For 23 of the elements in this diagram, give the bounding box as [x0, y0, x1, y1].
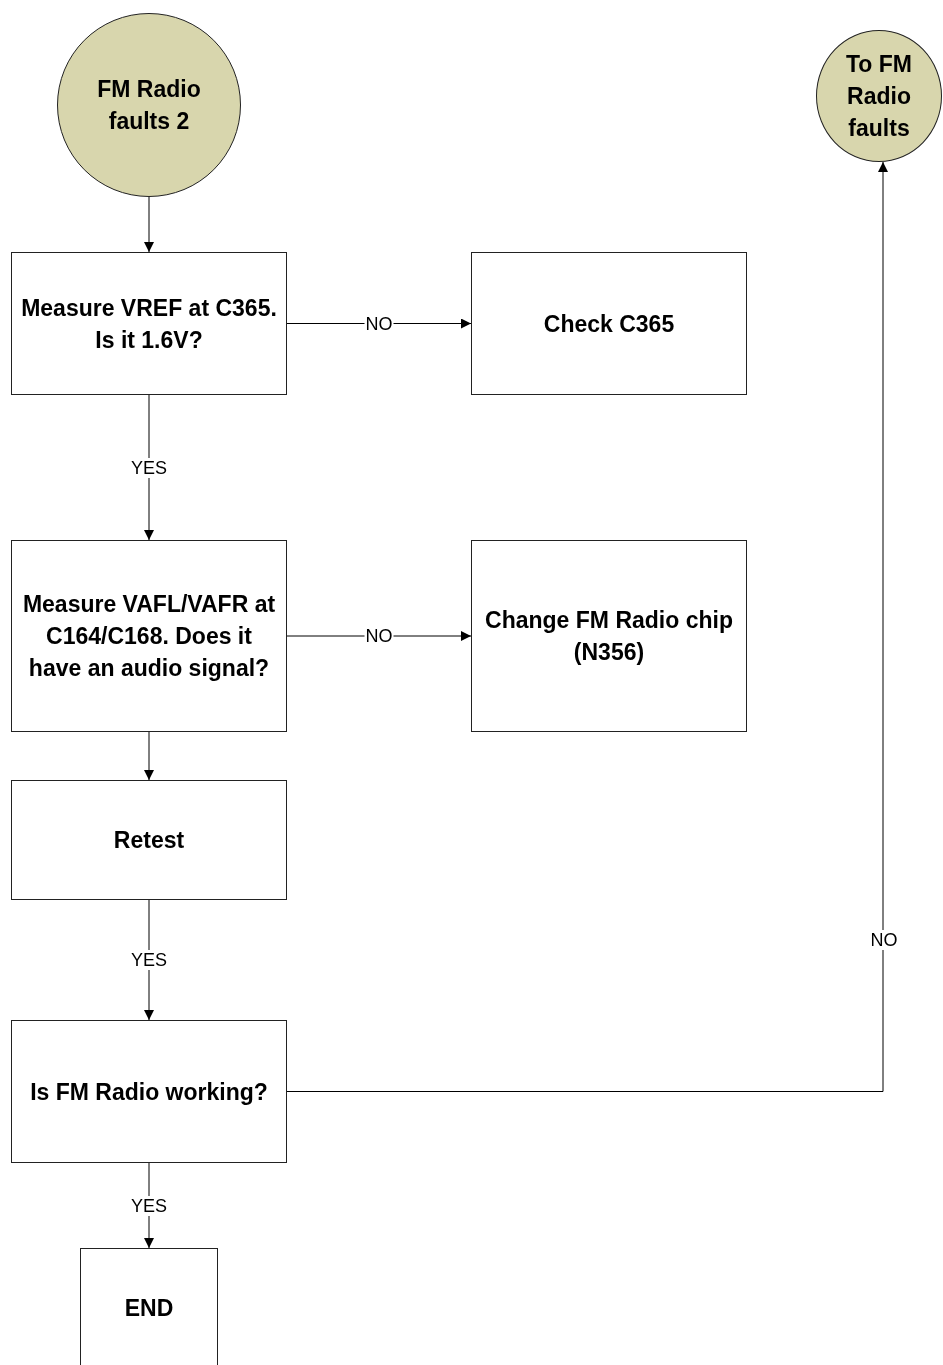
edge-label: YES: [130, 1195, 168, 1216]
arrow: [144, 196, 154, 253]
node-text: To FM Radio faults: [845, 50, 913, 143]
process-box: [11, 252, 287, 395]
node-text: Measure VAFL/VAFR at C164/C168. Does it have an audio signal?: [21, 590, 277, 683]
process-box: [11, 540, 287, 732]
node-text: FM Radio faults 2: [96, 75, 202, 136]
arrow: [144, 731, 154, 781]
process-box: [11, 1020, 287, 1163]
terminal-box: [80, 1248, 218, 1365]
node-text: Retest: [112, 826, 186, 855]
node-text: Measure VREF at C365. Is it 1.6V?: [20, 293, 278, 355]
arrow: [286, 161, 888, 1092]
process-box: [471, 252, 747, 395]
node-text: END: [123, 1293, 175, 1323]
node-text: Check C365: [542, 309, 676, 339]
process-box: [471, 540, 747, 732]
node-text: Change FM Radio chip (N356): [484, 606, 734, 667]
node-text: Is FM Radio working?: [29, 1077, 269, 1107]
edge-label: YES: [130, 457, 168, 478]
edge-label: NO: [869, 930, 899, 950]
edge-label: YES: [130, 950, 168, 970]
process-box: [11, 780, 287, 900]
